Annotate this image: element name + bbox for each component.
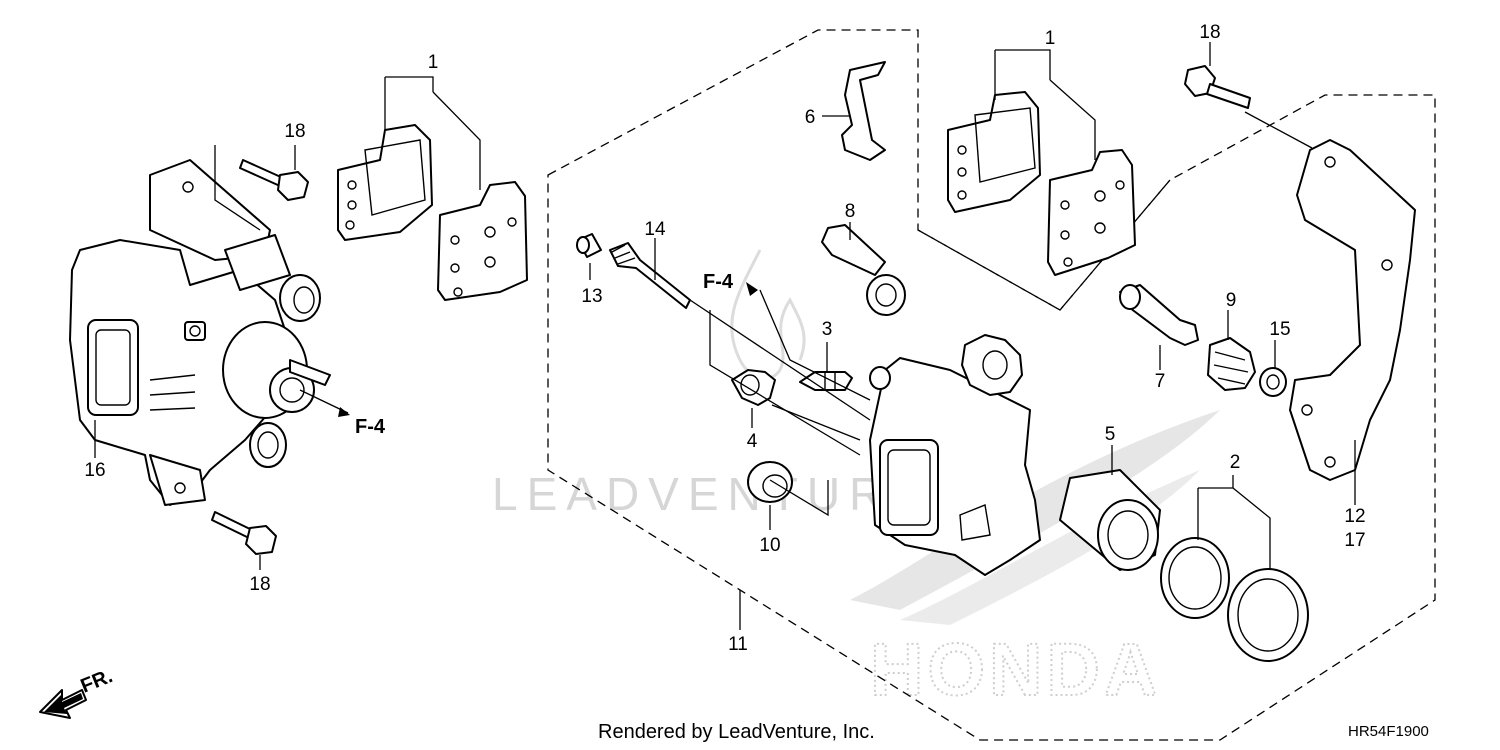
pin-lower <box>1119 284 1199 346</box>
bolt-top-right <box>1184 65 1251 109</box>
callout-pads-left: 1 <box>428 52 439 73</box>
left-caliper-assembly <box>69 159 331 506</box>
callout-piston: 5 <box>1105 424 1116 445</box>
pad-spring <box>841 61 886 161</box>
front-arrow-icon <box>39 689 87 719</box>
pad-pin-plug <box>576 233 602 258</box>
callout-bleeder-cap: 4 <box>747 431 758 452</box>
callout-pad-pin: 14 <box>644 219 666 240</box>
boot-lower <box>747 461 793 503</box>
reference-f4-center: F-4 <box>703 271 734 293</box>
pin-boot-upper <box>821 224 906 316</box>
center-caliper-body <box>869 334 1041 576</box>
piston <box>1059 469 1161 571</box>
callout-bleeder: 3 <box>822 319 833 340</box>
callout-bolt-top-left: 18 <box>284 121 305 142</box>
leadventure-flame-watermark <box>730 249 806 381</box>
caliper-bracket <box>1289 139 1416 481</box>
washer <box>1259 367 1287 397</box>
callout-pads-right: 1 <box>1045 28 1056 49</box>
callout-bracket-a: 12 <box>1344 506 1365 527</box>
honda-brand-watermark: HONDA <box>870 628 1161 711</box>
reference-f4-left: F-4 <box>355 416 386 438</box>
bleeder-cap <box>731 369 776 406</box>
callout-bracket-b: 17 <box>1344 530 1365 551</box>
bolt-bottom-left <box>211 511 277 555</box>
leader-lines <box>94 42 1356 630</box>
callout-pad-spring: 6 <box>805 107 816 128</box>
front-label: FR. <box>78 665 116 697</box>
render-credit: Rendered by LeadVenture, Inc. <box>598 721 875 743</box>
callout-caliper-assy: 16 <box>84 460 105 481</box>
callout-bolt-bottom-left: 18 <box>249 574 270 595</box>
piston-seals <box>1160 537 1309 662</box>
callout-seal-kit: 2 <box>1230 452 1241 473</box>
leadventure-watermark: LEADVENTURE <box>492 468 931 520</box>
callout-pin-lower: 7 <box>1155 371 1166 392</box>
bolt-top-left <box>239 159 309 201</box>
caliper-sub-assy-boundary <box>547 29 1436 741</box>
diagram-code: HR54F1900 <box>1348 723 1429 740</box>
callout-caliper-sub-assy: 11 <box>728 634 748 655</box>
callout-pin-boot-upper: 8 <box>845 201 856 222</box>
callout-boot-lower: 10 <box>759 535 780 556</box>
callout-washer: 15 <box>1269 319 1290 340</box>
callout-boot-right: 9 <box>1226 290 1237 311</box>
callout-pad-pin-plug: 13 <box>581 286 602 307</box>
boot-right <box>1207 337 1256 391</box>
pad-pin <box>609 242 691 309</box>
left-brake-pads <box>337 124 528 301</box>
right-brake-pads <box>947 91 1136 276</box>
callout-bolt-top-right: 18 <box>1199 22 1220 43</box>
